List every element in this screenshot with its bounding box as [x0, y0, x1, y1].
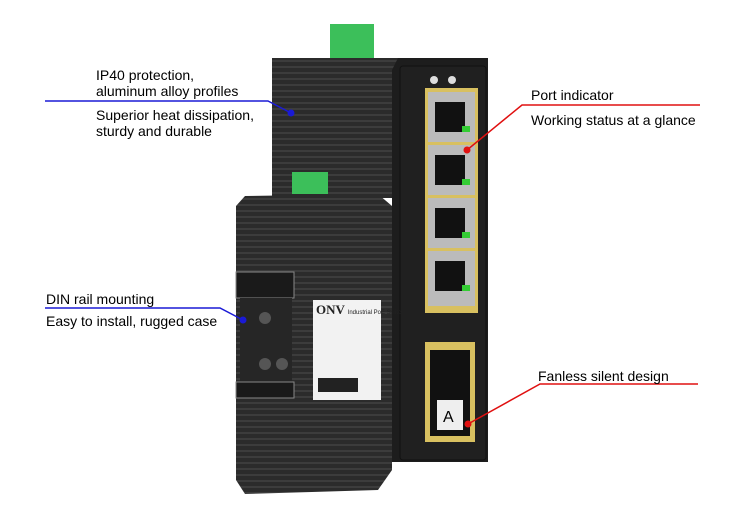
din-callout-line2: Easy to install, rugged case	[46, 313, 218, 329]
port-callout-line1: Port indicator	[531, 87, 614, 103]
product-subtitle: Industrial PoE Switch	[347, 310, 405, 316]
barcode	[318, 378, 358, 392]
product-label: ONV Industrial PoE Switch	[316, 302, 405, 319]
ip40-callout-line2: aluminum alloy profiles	[96, 83, 239, 99]
fanless-callout-line1: Fanless silent design	[538, 368, 669, 384]
svg-text:A: A	[443, 409, 454, 426]
rear-switch: A	[272, 24, 488, 462]
port-callout-line2: Working status at a glance	[531, 112, 696, 128]
ip40-callout-line3: Superior heat dissipation,	[96, 107, 254, 123]
front-switch	[235, 172, 392, 494]
callout-lines	[45, 100, 700, 428]
rj45-ports	[425, 88, 478, 313]
ip40-callout-line4: sturdy and durable	[96, 123, 212, 139]
din-callout-line1: DIN rail mounting	[46, 291, 155, 307]
brand-logo: ONV	[316, 302, 345, 317]
ip40-callout-line1: IP40 protection,	[96, 67, 195, 83]
